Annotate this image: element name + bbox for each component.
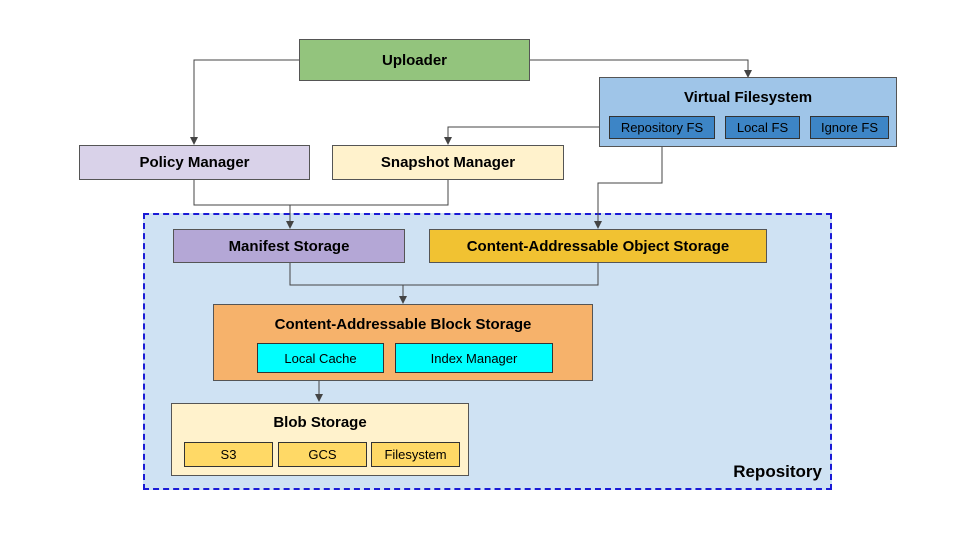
filesystem-chip: Filesystem <box>371 442 460 467</box>
object-storage-box: Content-Addressable Object Storage <box>429 229 767 263</box>
edge-virtual-fs-to-snapshot-manager <box>444 126 600 145</box>
edge-object-storage-to-block-storage <box>403 263 599 286</box>
index-manager-label: Index Manager <box>430 350 518 366</box>
virtual-filesystem-box: Virtual Filesystem Repository FS Local F… <box>599 77 897 147</box>
repository-label: Repository <box>733 462 822 481</box>
local-cache-chip: Local Cache <box>257 343 384 373</box>
edge-manifest-to-block-storage <box>289 263 407 304</box>
repository-fs-chip: Repository FS <box>609 116 715 139</box>
s3-label: S3 <box>220 447 237 462</box>
virtual-filesystem-title: Virtual Filesystem <box>683 89 813 106</box>
s3-chip: S3 <box>184 442 273 467</box>
blob-storage-box: Blob Storage S3 GCS Filesystem <box>171 403 469 476</box>
edge-virtual-fs-to-object-storage <box>594 147 663 229</box>
local-cache-label: Local Cache <box>284 350 357 366</box>
manifest-storage-box: Manifest Storage <box>173 229 405 263</box>
snapshot-manager-label: Snapshot Manager <box>380 154 516 171</box>
policy-manager-box: Policy Manager <box>79 145 310 180</box>
edge-uploader-to-policy-manager <box>190 59 300 145</box>
local-fs-label: Local FS <box>736 120 789 135</box>
uploader-box: Uploader <box>299 39 530 81</box>
local-fs-chip: Local FS <box>725 116 800 139</box>
repository-fs-label: Repository FS <box>620 120 704 135</box>
uploader-label: Uploader <box>381 51 447 69</box>
blob-storage-title: Blob Storage <box>273 414 367 431</box>
policy-manager-label: Policy Manager <box>139 154 250 171</box>
snapshot-manager-box: Snapshot Manager <box>332 145 564 180</box>
block-storage-box: Content-Addressable Block Storage Local … <box>213 304 593 381</box>
edge-policy-manager-to-manifest <box>193 180 294 229</box>
edge-uploader-to-virtual-fs <box>530 59 752 78</box>
filesystem-label: Filesystem <box>384 447 447 462</box>
edge-snapshot-manager-to-manifest <box>290 180 449 206</box>
index-manager-chip: Index Manager <box>395 343 553 373</box>
object-storage-label: Content-Addressable Object Storage <box>466 237 730 255</box>
gcs-chip: GCS <box>278 442 367 467</box>
manifest-storage-label: Manifest Storage <box>228 237 350 255</box>
gcs-label: GCS <box>308 447 337 462</box>
ignore-fs-label: Ignore FS <box>820 120 879 135</box>
ignore-fs-chip: Ignore FS <box>810 116 889 139</box>
block-storage-title: Content-Addressable Block Storage <box>274 316 532 333</box>
